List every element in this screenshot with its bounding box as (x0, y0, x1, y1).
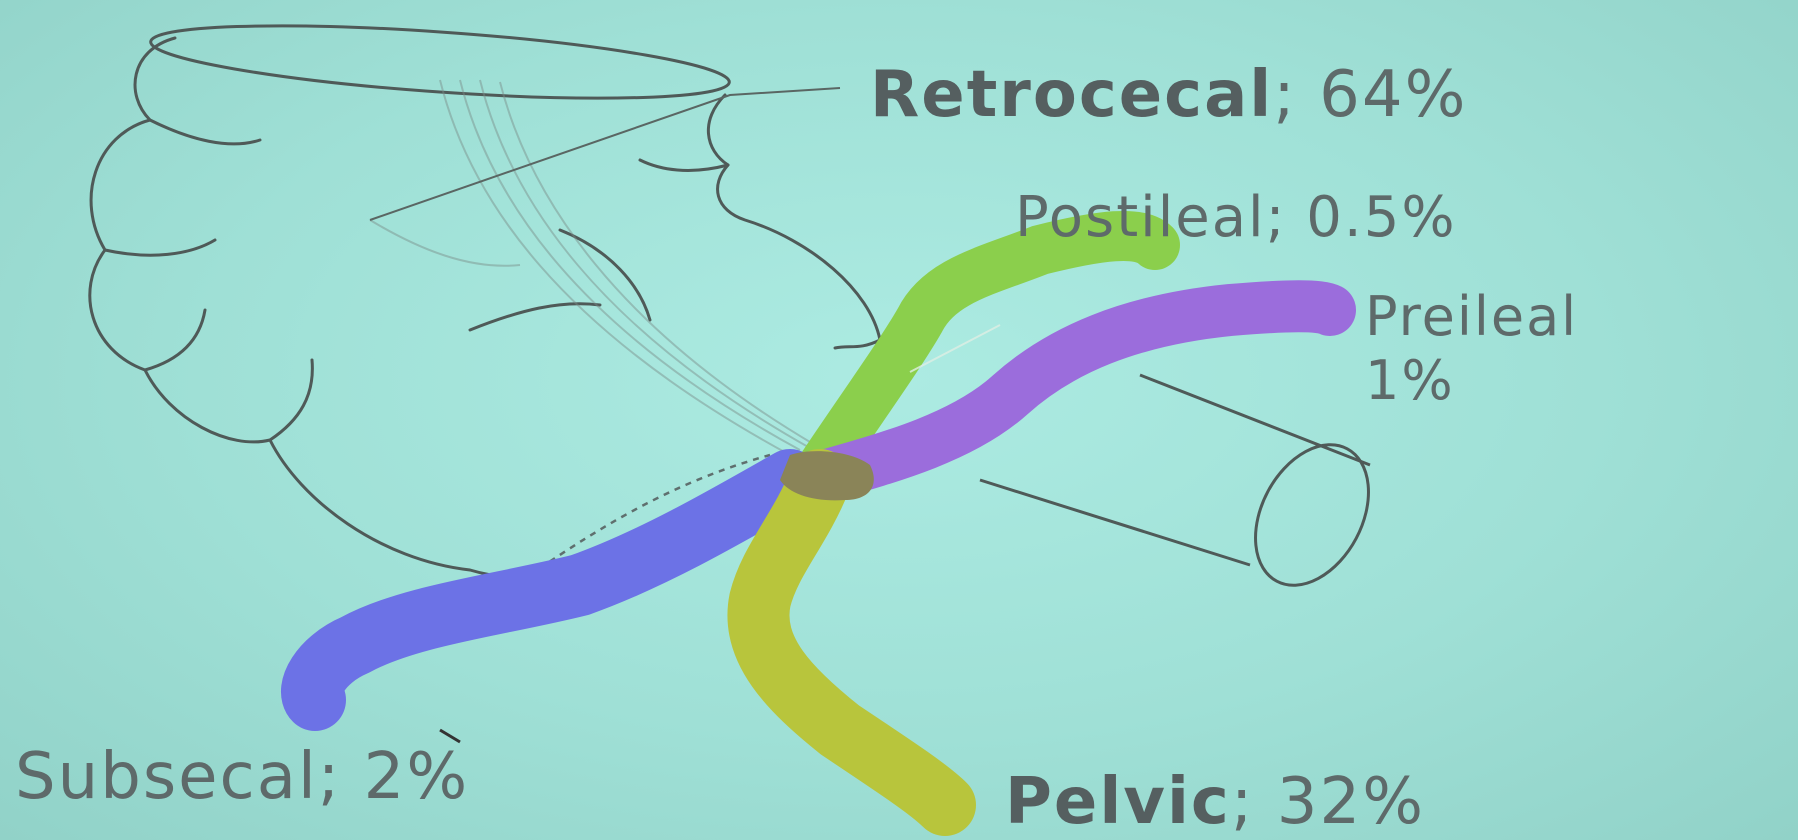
label-preileal: Preileal 1% (1365, 285, 1578, 413)
label-retrocecal: Retrocecal; 64% (870, 58, 1467, 132)
cecum-right-contour (708, 95, 880, 348)
cecum-left-contour (90, 38, 640, 579)
colon-lumen-ellipse (149, 12, 732, 112)
label-pelvic-value: ; 32% (1231, 765, 1425, 839)
label-subsecal: Subsecal; 2% (15, 740, 469, 814)
taenia-coli (370, 80, 815, 455)
label-retrocecal-name: Retrocecal (870, 58, 1273, 132)
haustral-fold (640, 160, 728, 170)
haustral-fold (270, 360, 312, 440)
ileum-lower-edge (980, 480, 1250, 565)
ileum-lumen-ellipse (1233, 425, 1392, 604)
appendix-pelvic (758, 480, 945, 805)
appendix-subsecal (312, 480, 790, 700)
label-pelvic-name: Pelvic (1005, 765, 1231, 839)
ileum (980, 375, 1391, 605)
label-preileal-value: 1% (1365, 349, 1578, 413)
retrocecal-leader-line (370, 88, 840, 220)
haustral-fold (150, 120, 260, 144)
haustral-fold (145, 310, 205, 370)
label-postileal: Postileal; 0.5% (1015, 185, 1457, 250)
ileum-upper-edge (1140, 375, 1370, 465)
haustral-fold (105, 240, 215, 255)
label-pelvic: Pelvic; 32% (1005, 765, 1425, 839)
label-retrocecal-value: ; 64% (1273, 58, 1467, 132)
label-preileal-name: Preileal (1365, 285, 1578, 349)
